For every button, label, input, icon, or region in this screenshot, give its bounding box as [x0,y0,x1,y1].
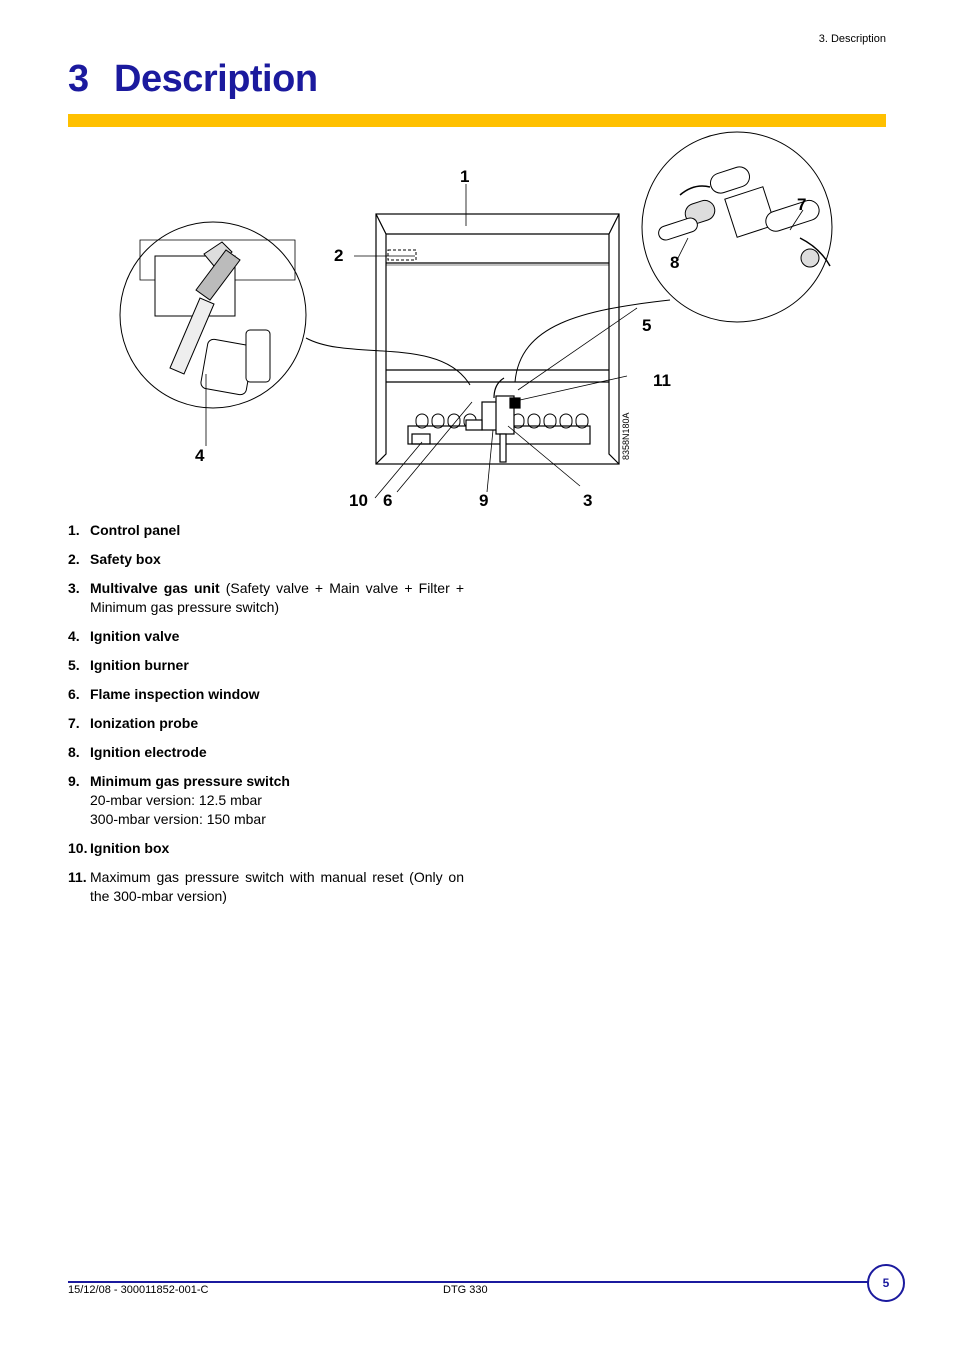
callout-1: 1 [460,167,469,186]
callout-9: 9 [479,491,488,510]
legend-item: 7.Ionization probe [68,715,199,731]
callout-7: 7 [797,195,806,214]
legend-item: 11.Maximum gas pressure switch with manu… [68,869,464,904]
legend-item: 5.Ignition burner [68,657,189,673]
chapter-title-text: Description [114,58,318,100]
callout-11: 11 [653,371,671,390]
figure-reference: 8358N180A [621,412,631,460]
gas-valve-assembly [465,377,521,463]
footer-rule [68,1281,871,1283]
figure-callouts: 1 2 3 4 5 6 7 8 9 10 11 8358N180A [195,167,806,510]
legend-item: 8.Ignition electrode [68,744,207,760]
legend-item: 2.Safety box [68,551,161,567]
legend-item: 3.Multivalve gas unit (Safety valve + Ma… [68,580,465,615]
header-section: 3. Description [818,33,886,45]
right-detail-zoom [514,131,833,383]
page-number: 5 [882,1276,890,1290]
legend-item: 1.Control panel [68,522,181,538]
callout-6: 6 [383,491,392,510]
legend-item: 10.Ignition box [68,840,170,856]
page-number-badge: 5 [867,1264,905,1302]
callout-5: 5 [642,316,651,335]
footer-doc-ref: 15/12/08 - 300011852-001-C [68,1284,209,1296]
component-legend: 1.Control panel 2.Safety box 3.Multivalv… [68,521,464,916]
callout-10: 10 [349,491,368,510]
chapter-number: 3 [68,58,89,100]
chapter-title: 3 Description [68,58,318,101]
callout-8: 8 [670,253,679,272]
callout-2: 2 [334,246,343,265]
boiler-casing [375,213,620,465]
safety-box-outline [387,249,417,261]
footer-model: DTG 330 [443,1284,488,1296]
boiler-diagram: 1 2 3 4 5 6 7 8 9 10 11 8358N180A [119,131,833,510]
callout-3: 3 [583,491,592,510]
left-detail-zoom [119,221,471,409]
legend-item: 6.Flame inspection window [68,686,260,702]
callout-4: 4 [195,446,205,465]
title-underline-bar [68,114,886,127]
leader-lines [205,184,804,499]
legend-item: 4.Ignition valve [68,628,180,644]
